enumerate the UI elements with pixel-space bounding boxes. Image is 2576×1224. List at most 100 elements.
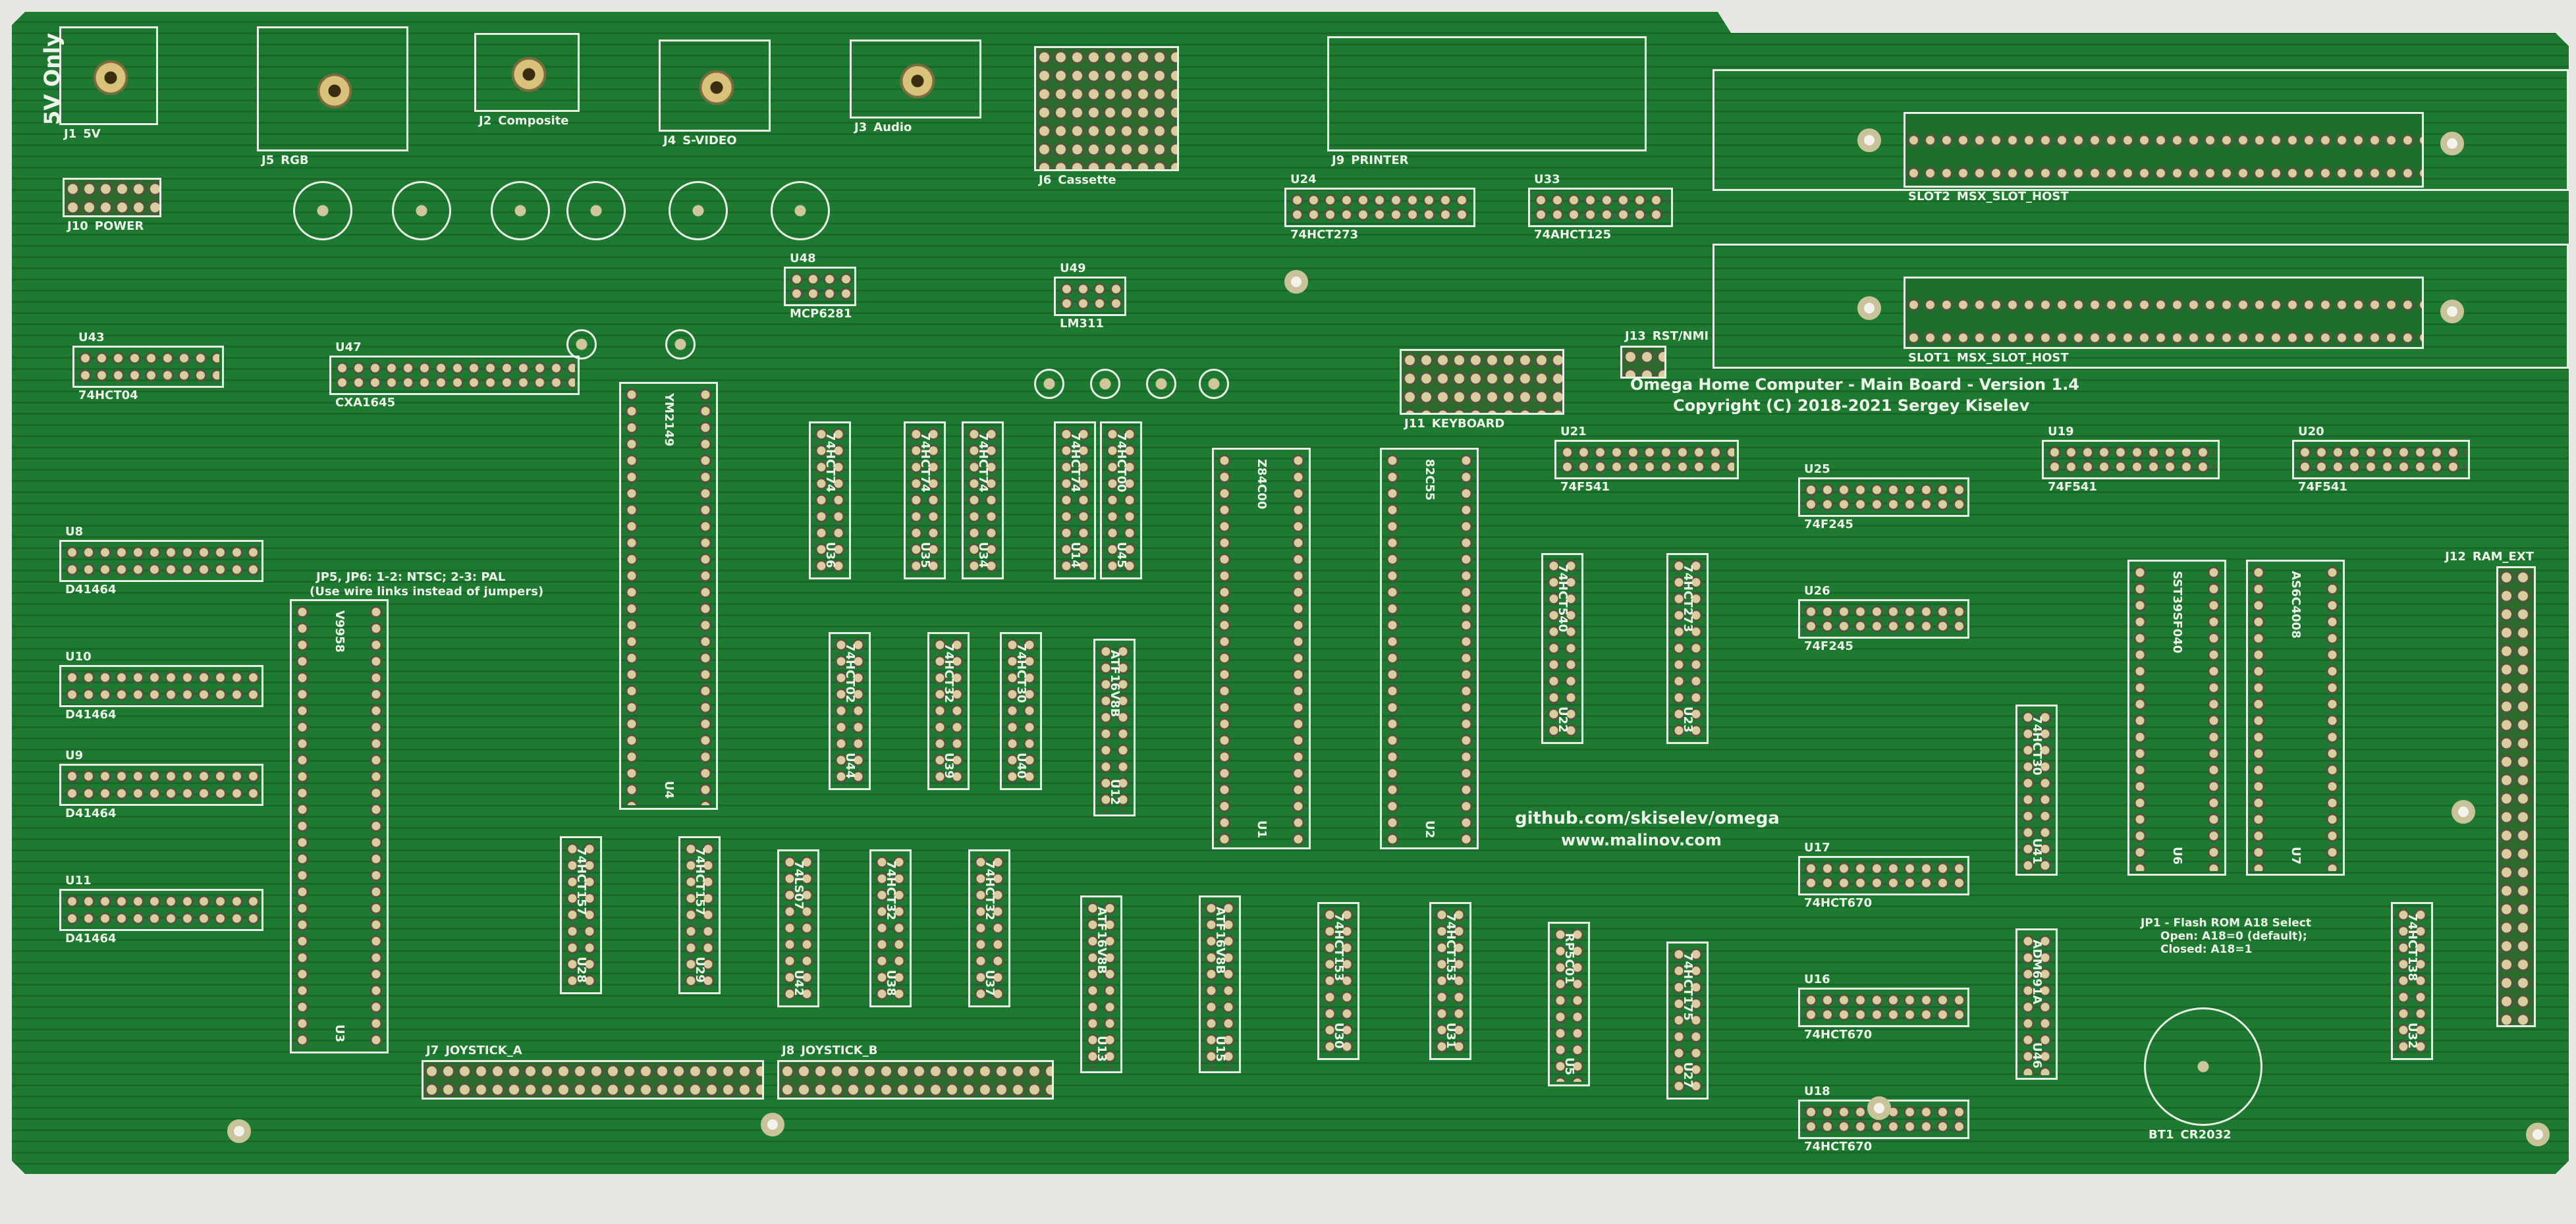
slot-frame bbox=[1713, 244, 2569, 369]
pin-row bbox=[2020, 933, 2036, 1075]
ic-reference: U49 bbox=[1060, 261, 1086, 275]
ic-reference: U47 bbox=[335, 340, 362, 354]
pin-row bbox=[1058, 426, 1074, 575]
electrolytic-capacitor bbox=[566, 329, 597, 359]
connector-value: Composite bbox=[498, 114, 569, 128]
rom-note-2: Open: A18=0 (default); bbox=[2160, 930, 2307, 943]
pin-row bbox=[973, 854, 989, 1003]
pin-row bbox=[983, 426, 999, 575]
ic-reference: U23 bbox=[1681, 706, 1695, 733]
connector-value: MSX_SLOT_HOST bbox=[1956, 351, 2069, 365]
ic-value: 74HCT00 bbox=[1114, 433, 1128, 492]
connector-reference: J9 bbox=[1332, 153, 1345, 167]
ic-value: 74HCT32 bbox=[983, 861, 997, 920]
ic-reference: U10 bbox=[65, 650, 92, 664]
ic-value: ADM691A bbox=[2030, 940, 2044, 1005]
pin-row bbox=[788, 286, 852, 302]
pin-row bbox=[1803, 604, 1965, 620]
ic-value: ATF16V8B bbox=[1108, 650, 1122, 718]
electrolytic-capacitor bbox=[392, 181, 451, 240]
mounting-hole bbox=[2440, 300, 2464, 323]
ic-value: RP5C01 bbox=[1562, 933, 1576, 984]
pin-row bbox=[683, 841, 699, 990]
connector-value: 5V bbox=[83, 127, 101, 141]
pin-row bbox=[624, 386, 640, 805]
mounting-hole bbox=[227, 1119, 251, 1143]
ic-value: 74HCT670 bbox=[1804, 1028, 1873, 1042]
pin-row bbox=[1546, 558, 1562, 739]
pin-row bbox=[64, 687, 259, 703]
ic-reference: U18 bbox=[1804, 1084, 1830, 1098]
pin-row bbox=[1004, 637, 1020, 785]
mounting-hole bbox=[1284, 270, 1308, 294]
ic-value: MCP6281 bbox=[790, 307, 852, 321]
